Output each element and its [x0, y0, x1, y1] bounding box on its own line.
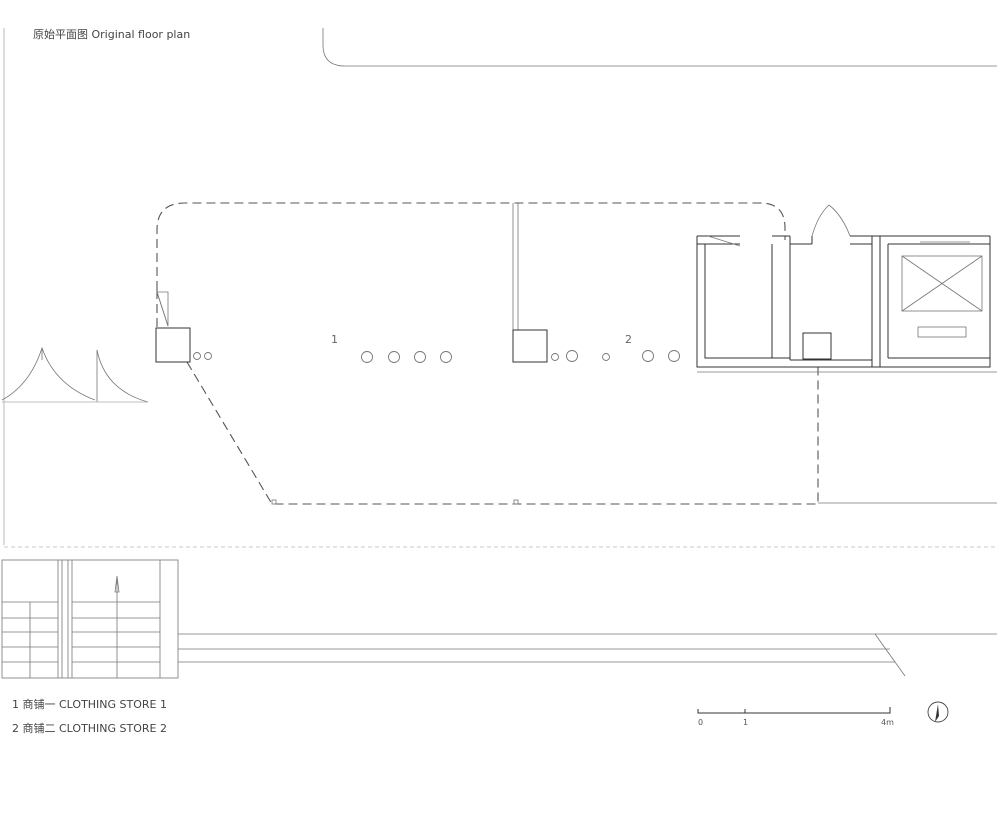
scale-bar: 0 1 4m: [697, 707, 894, 727]
north-arrow-icon: [927, 701, 949, 723]
room-number-1: 1: [331, 333, 338, 346]
left-column-block: [155, 291, 191, 363]
legend-item-1: 1 商铺一 CLOTHING STORE 1: [12, 697, 167, 711]
scale-tick-0: 0: [698, 718, 703, 727]
column-row: [193, 350, 680, 363]
top-boundary: [322, 28, 997, 67]
central-partition: [512, 203, 548, 363]
service-core: [696, 204, 997, 373]
scale-tick-4m: 4m: [881, 718, 894, 727]
staircase: [1, 559, 179, 679]
walkway: [178, 633, 997, 677]
shop-outline-bottom: [186, 361, 819, 505]
marker-a: [271, 499, 277, 505]
scale-tick-1: 1: [743, 718, 748, 727]
legend-item-2: 2 商铺二 CLOTHING STORE 2: [12, 721, 167, 735]
plan-title: 原始平面图 Original floor plan: [33, 27, 190, 41]
left-door-arcs: [1, 346, 149, 403]
shop-outline-top: [156, 202, 786, 290]
room-number-2: 2: [625, 333, 632, 346]
marker-b: [513, 499, 519, 505]
